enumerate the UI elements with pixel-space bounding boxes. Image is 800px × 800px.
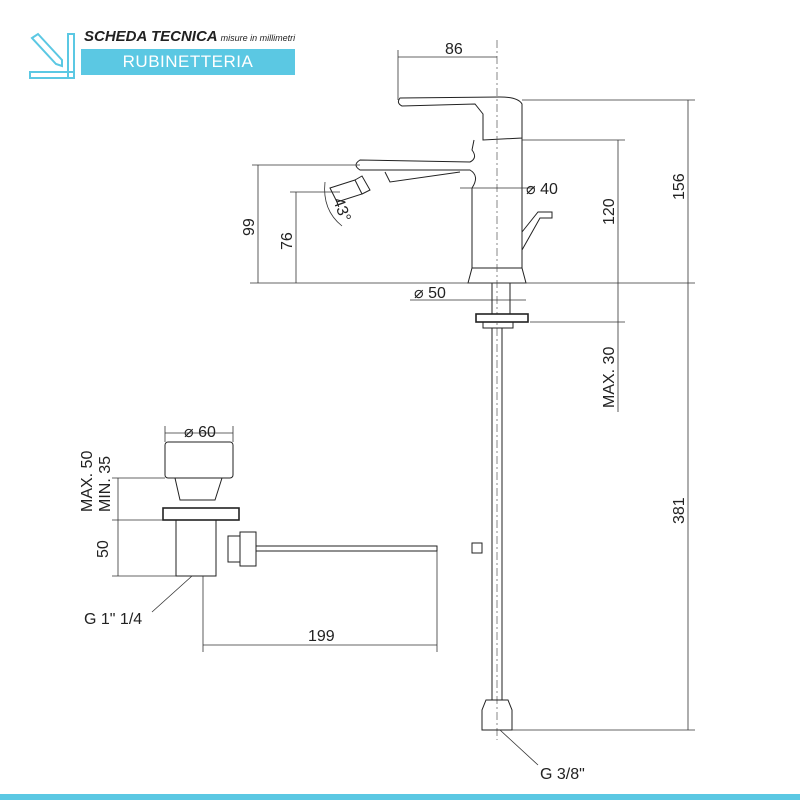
dim-cap-diameter: ⌀ 60: [184, 424, 216, 441]
header-subtitle: misure in millimetri: [220, 33, 296, 43]
dimension-lines: [250, 50, 695, 766]
ruler-pencil-logo-icon: [29, 32, 75, 79]
dim-nozzle-angle: 43°: [329, 196, 353, 225]
dim-body-height: 120: [601, 198, 618, 225]
dim-lever-reach: 86: [445, 41, 463, 58]
dim-drain-body-height: 50: [95, 540, 112, 558]
dim-base-diameter: ⌀ 50: [414, 285, 446, 302]
drain-assembly: [112, 426, 438, 652]
dim-max-thickness: MAX. 30: [601, 347, 618, 408]
category-banner: RUBINETTERIA: [81, 49, 295, 75]
dim-drain-thread: G 1" 1/4: [84, 611, 142, 628]
dim-spout-height: 99: [241, 218, 258, 236]
dim-drain-max: MAX. 50: [79, 451, 96, 512]
dim-connection: G 3/8": [540, 766, 585, 783]
dim-total-height: 156: [671, 173, 688, 200]
bottom-accent-bar: [0, 794, 800, 800]
header-title-text: SCHEDA TECNICA: [84, 28, 218, 45]
dim-nozzle-height: 76: [279, 232, 296, 250]
dim-drain-min: MIN. 35: [97, 456, 114, 512]
dim-body-diameter: ⌀ 40: [526, 181, 558, 198]
faucet-body: [329, 40, 553, 740]
dim-hose-length: 381: [671, 497, 688, 524]
dim-rod-length: 199: [308, 628, 335, 645]
